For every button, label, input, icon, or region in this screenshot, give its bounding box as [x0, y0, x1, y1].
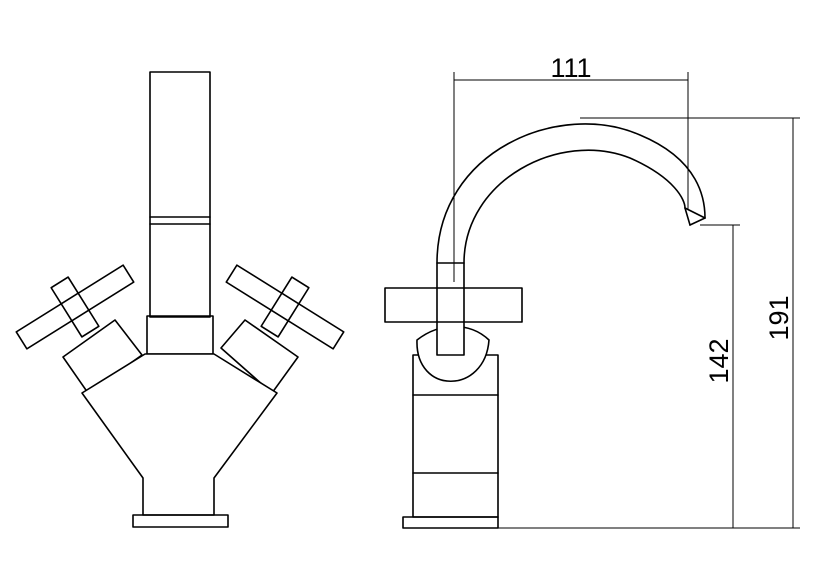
side-body — [402, 325, 499, 529]
front-right-valve — [220, 319, 299, 394]
front-right-cross-handle — [225, 264, 345, 350]
dimension-overall-height-label: 191 — [764, 295, 794, 340]
front-view — [15, 71, 345, 528]
dimension-lines — [453, 72, 800, 529]
dimension-spout-height-label: 142 — [704, 338, 734, 383]
front-body — [81, 353, 278, 528]
side-cross-handle — [384, 262, 523, 356]
dimension-reach-label: 111 — [550, 53, 591, 83]
side-view — [384, 123, 706, 529]
front-spout-column — [146, 71, 214, 355]
side-spout — [436, 123, 706, 264]
front-left-cross-handle — [15, 264, 135, 350]
